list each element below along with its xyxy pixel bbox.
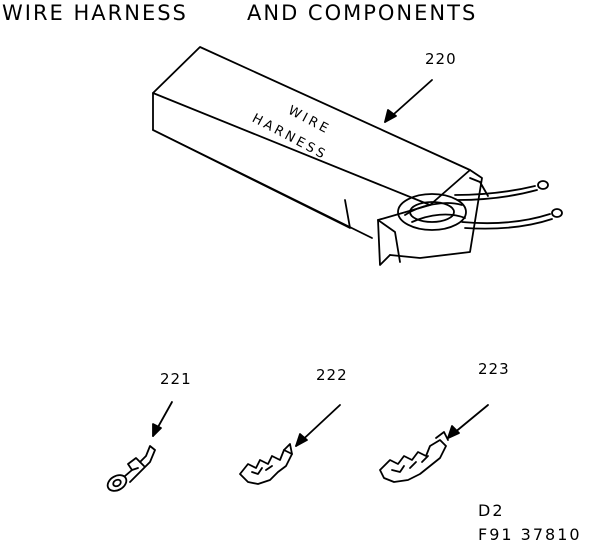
harness-wire-lower2 xyxy=(464,218,553,230)
diagram-title-part2: AND COMPONENTS xyxy=(247,1,478,25)
callout-221: 221 xyxy=(160,370,192,388)
box-flap-left xyxy=(377,204,431,266)
harness-coil-outer xyxy=(397,193,467,231)
callout-220: 220 xyxy=(425,50,457,68)
harness-coil-turn xyxy=(404,202,463,216)
harness-wire-upper xyxy=(454,185,536,196)
wire-harness-box-drawing xyxy=(152,46,563,266)
harness-wire-upper2 xyxy=(457,189,538,201)
leader-arrow-220 xyxy=(384,79,433,123)
ring-terminal-drawing xyxy=(106,445,156,492)
leader-arrow-222 xyxy=(295,404,341,447)
harness-coil-turn2 xyxy=(411,213,466,223)
spade-terminal-drawing xyxy=(239,443,293,485)
diagram-title-part1: WIRE HARNESS xyxy=(2,1,188,25)
spade-terminal-large-drawing xyxy=(379,431,449,483)
harness-wire-lower xyxy=(461,213,551,225)
box-flap-right xyxy=(389,169,483,259)
leader-arrow-223 xyxy=(447,404,489,439)
footer-part-number: F91 37810 xyxy=(478,525,582,544)
harness-ring-upper xyxy=(537,180,549,190)
box-bottom-edge xyxy=(152,129,373,239)
callout-222: 222 xyxy=(316,366,348,384)
harness-wire-bend xyxy=(469,177,489,197)
leader-arrow-221 xyxy=(152,401,173,437)
callout-223: 223 xyxy=(478,360,510,378)
box-flap-inner xyxy=(377,219,401,263)
footer-code: D2 xyxy=(478,501,505,520)
harness-ring-lower xyxy=(551,208,563,218)
